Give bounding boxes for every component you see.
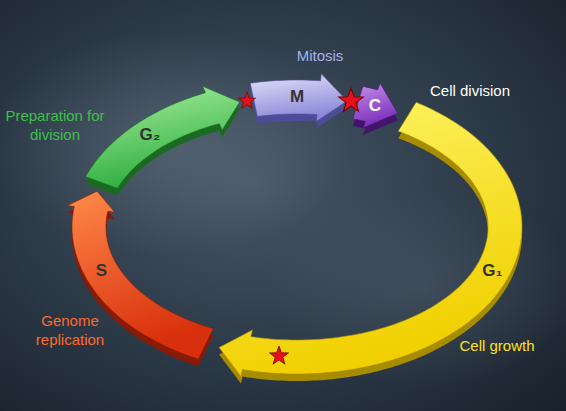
checkpoint-star bbox=[238, 92, 255, 108]
phase-caption: Genome replication bbox=[20, 311, 120, 349]
arrow-face bbox=[250, 74, 347, 122]
phase-caption: Cell division bbox=[405, 81, 535, 100]
phase-letter: G₁ bbox=[482, 261, 502, 281]
checkpoint-star bbox=[339, 88, 364, 112]
phase-caption: Cell growth bbox=[442, 336, 552, 355]
phase-caption: Preparation for division bbox=[5, 106, 105, 144]
arrow-face bbox=[219, 102, 522, 376]
arrow-face bbox=[86, 86, 240, 188]
phase-letter: S bbox=[96, 261, 107, 281]
arrow-face bbox=[353, 83, 398, 128]
phase-letter: M bbox=[290, 87, 304, 107]
checkpoint-star bbox=[269, 346, 288, 364]
phase-letter: G₂ bbox=[140, 125, 161, 145]
cycle-phase-arrow: G₂Preparation for division bbox=[83, 84, 242, 198]
cycle-phase-arrow: SGenome replication bbox=[65, 189, 216, 369]
cycle-phase-arrow: G₁Cell growth bbox=[217, 100, 524, 386]
phase-letter: C bbox=[369, 96, 381, 116]
phase-arrow-shape bbox=[83, 84, 242, 198]
cycle-phase-arrow: MMitosis bbox=[248, 71, 350, 131]
phase-caption: Mitosis bbox=[275, 46, 365, 65]
